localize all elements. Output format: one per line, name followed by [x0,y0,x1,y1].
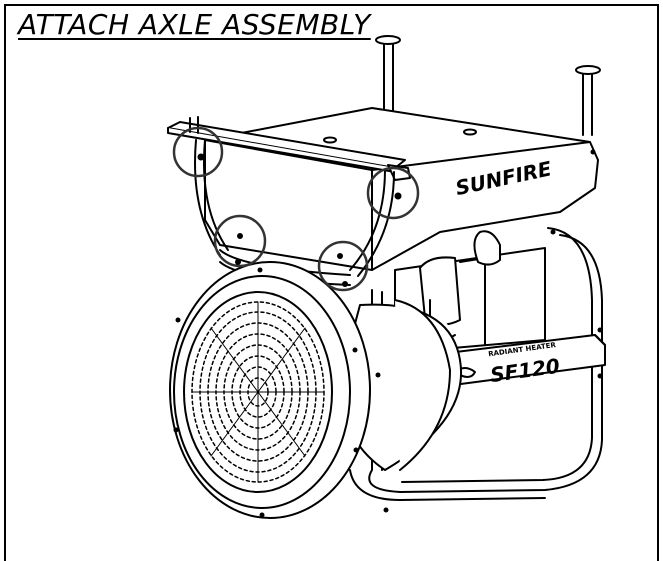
fan-cone [339,299,462,471]
page-frame [4,4,659,561]
lower-tube [349,469,546,501]
callout-circle-2 [366,166,420,220]
fan-spokes [191,301,325,483]
upper-post-right [575,65,601,136]
page-title: ATTACH AXLE ASSEMBLY [18,8,371,41]
upper-post-left [375,35,401,111]
upper-rail [167,116,411,181]
callout-circles [172,126,420,292]
rim-bolts [173,149,603,518]
callout-bolts [197,153,402,287]
callout-circle-1 [172,126,224,178]
callout-circle-3 [213,214,267,268]
fan-housing [169,261,371,519]
callout-circle-4 [317,240,369,292]
